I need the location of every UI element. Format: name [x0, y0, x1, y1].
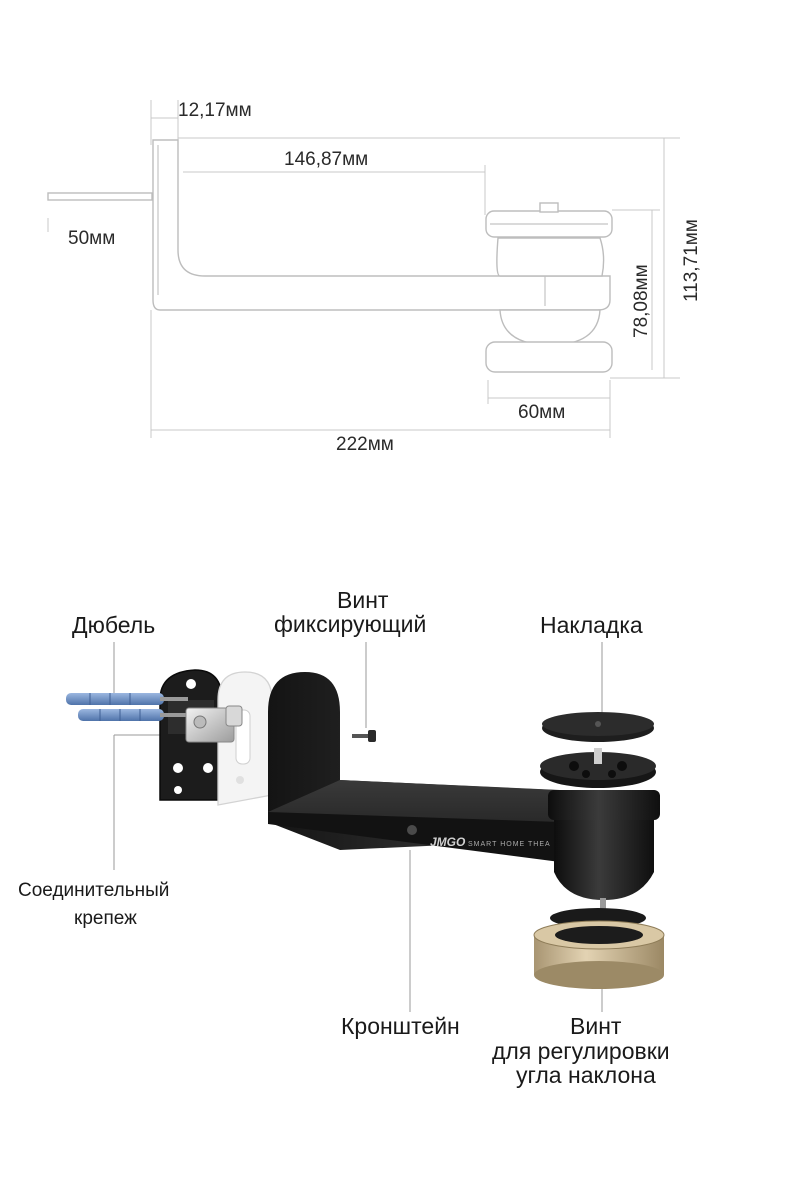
label-tilt-screw-line3: угла наклона — [516, 1062, 656, 1088]
ball-head-outline — [485, 202, 613, 373]
label-bracket: Кронштейн — [341, 1013, 460, 1039]
brand-tagline: SMART HOME THEA — [468, 841, 551, 848]
dimension-drawing: 12,17мм 146,87мм 113,71мм 78,08мм 50мм 6… — [47, 100, 702, 455]
dim-146-87mm: 146,87мм — [284, 149, 368, 170]
connecting-fastener — [185, 705, 243, 743]
label-fastener-line2: крепеж — [74, 908, 137, 929]
label-fixing-screw-line2: фиксирующий — [274, 611, 426, 637]
tilt-adjust-knob — [533, 908, 665, 989]
label-fastener-line1: Соединительный — [18, 880, 169, 901]
dim-222mm: 222мм — [336, 434, 394, 455]
bracket: JMGO SMART HOME THEA — [268, 672, 560, 862]
dim-78-08mm: 78,08мм — [631, 264, 652, 338]
label-tilt-screw-line2: для регулировки — [492, 1038, 670, 1064]
screw-outline — [47, 192, 153, 201]
label-tilt-screw-line1: Винт — [570, 1013, 622, 1039]
dim-50mm: 50мм — [68, 228, 115, 249]
label-dowel: Дюбель — [72, 612, 155, 638]
top-pad — [542, 712, 654, 742]
brand-logo: JMGO — [430, 835, 466, 849]
dim-113-71mm: 113,71мм — [681, 219, 702, 302]
label-pad: Накладка — [540, 612, 643, 638]
fixing-screw-icon — [352, 730, 376, 742]
wall-dowel-icon — [66, 693, 188, 721]
mount-plate — [540, 748, 656, 788]
exploded-view: JMGO SMART HOME THEA — [18, 587, 670, 1088]
label-fixing-screw-line1: Винт — [337, 587, 389, 613]
ball-head — [548, 790, 660, 924]
bracket-outline — [152, 139, 611, 311]
dim-12-17mm: 12,17мм — [178, 100, 252, 121]
dim-60mm: 60мм — [518, 402, 565, 423]
